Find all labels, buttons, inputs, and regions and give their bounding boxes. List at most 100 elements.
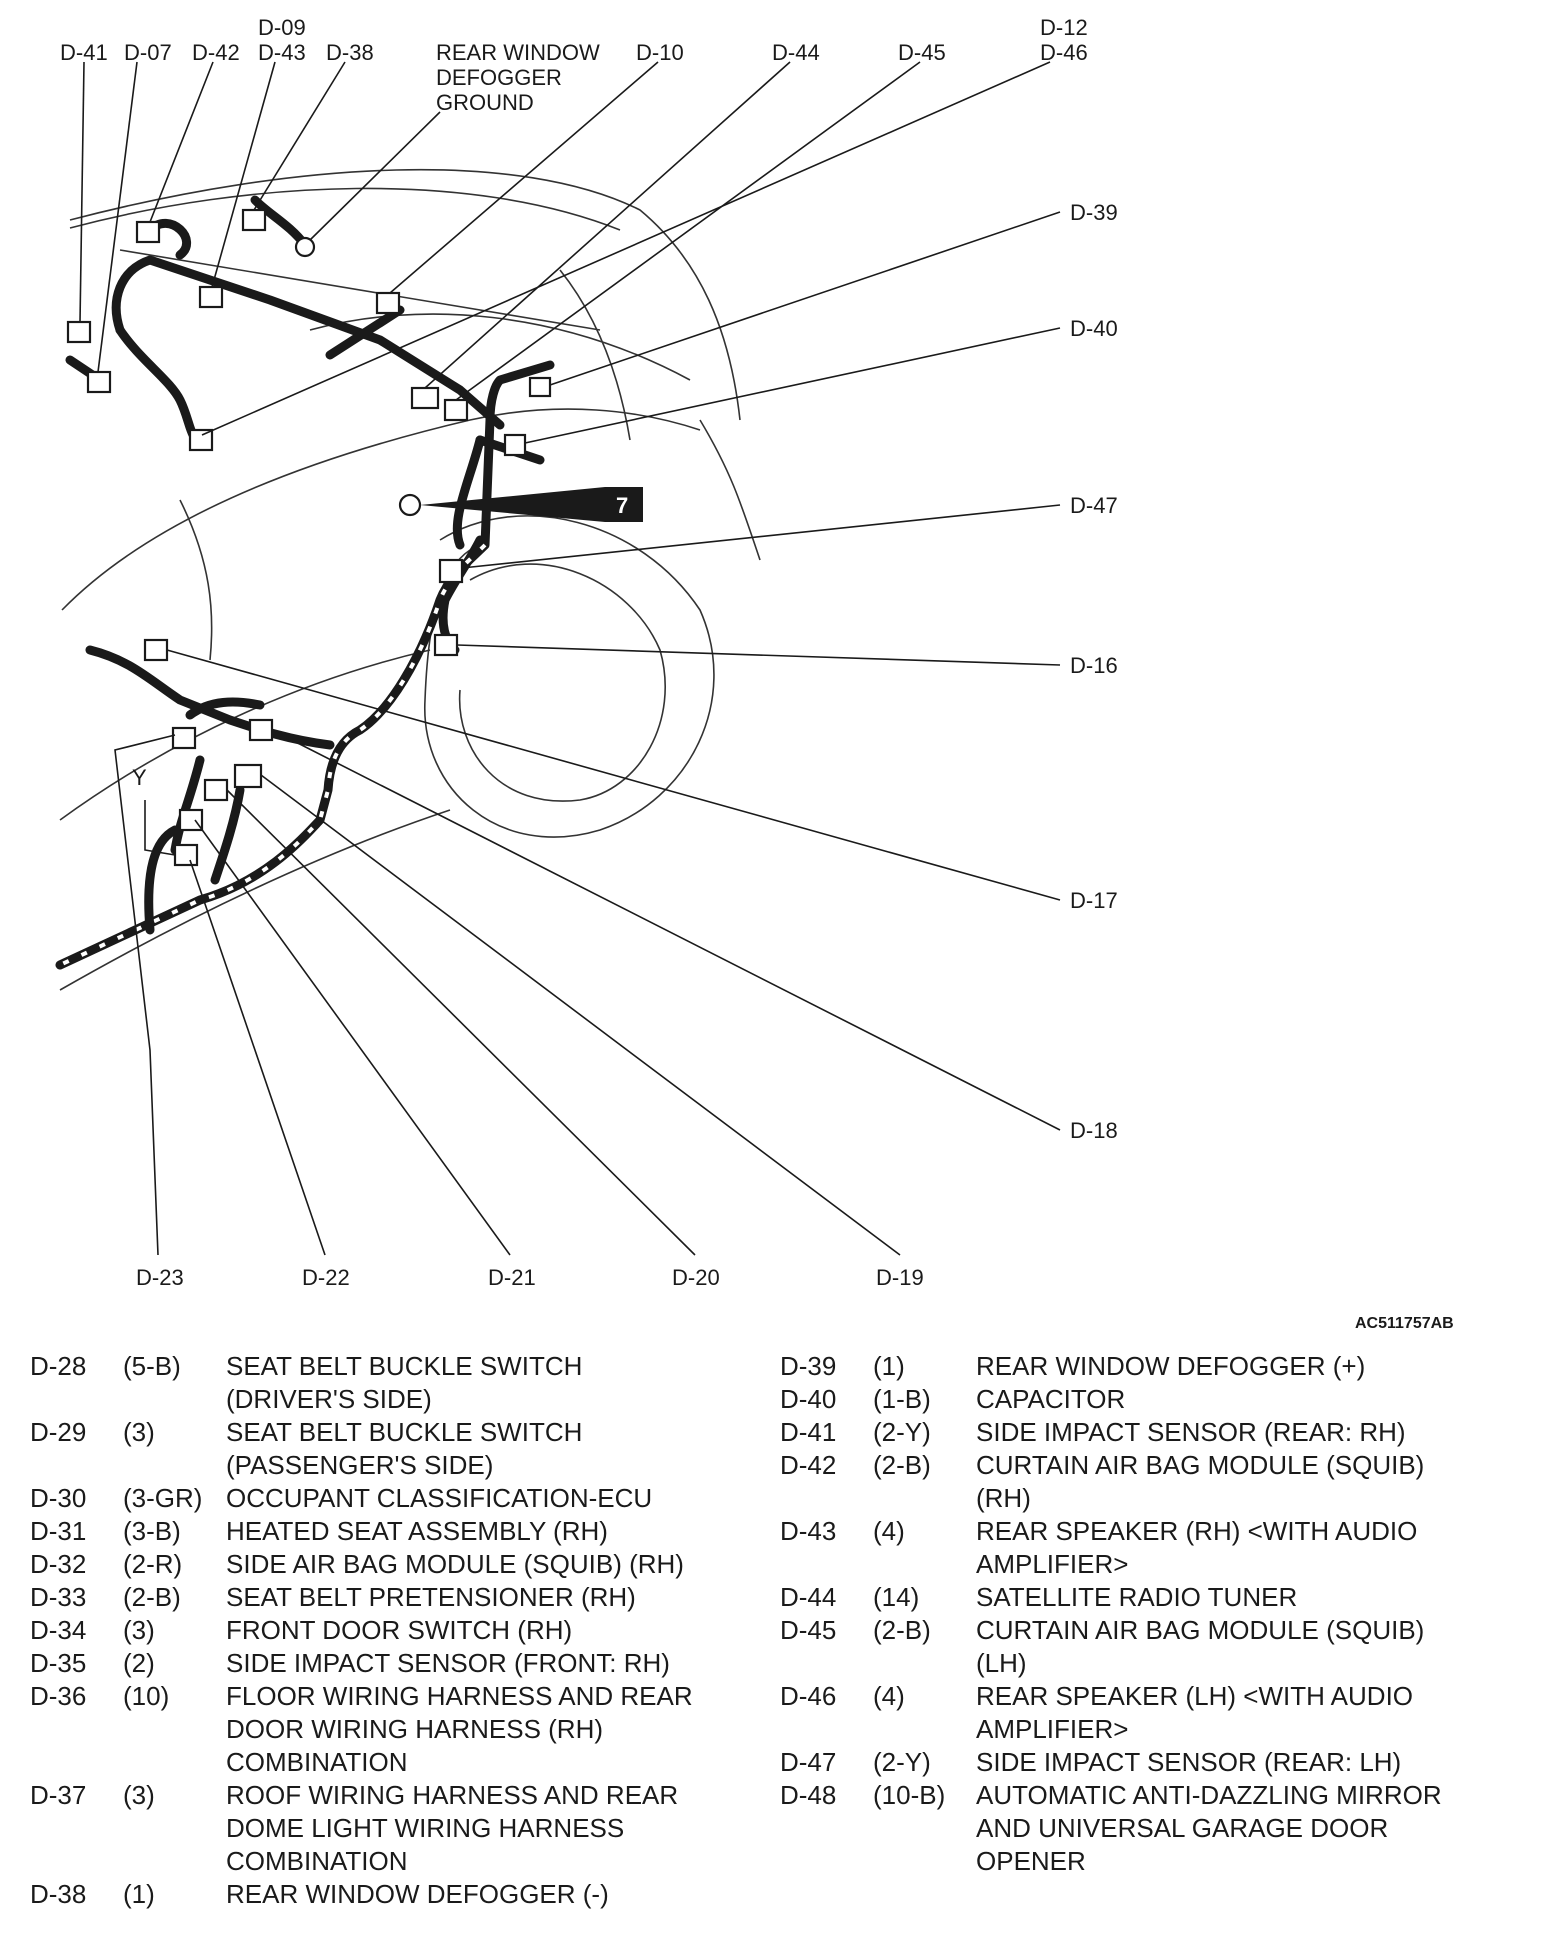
connector-code: D-46 (780, 1681, 837, 1711)
connector-description-line: AMPLIFIER> (976, 1714, 1129, 1744)
connector-description: SEAT BELT BUCKLE SWITCH(DRIVER'S SIDE) (226, 1350, 750, 1416)
connector-description-line: (PASSENGER'S SIDE) (226, 1450, 494, 1480)
connector-description-line: FRONT DOOR SWITCH (RH) (226, 1615, 573, 1645)
connector-description: CURTAIN AIR BAG MODULE (SQUIB)(LH) (976, 1614, 1540, 1680)
connector-code: D-47 (780, 1747, 837, 1777)
connector-d20 (203, 778, 229, 802)
callout-d41: D-41 (60, 40, 108, 65)
connector-code: D-31 (30, 1516, 87, 1546)
callout-d10: D-10 (636, 40, 684, 65)
connector-code: D-48 (780, 1780, 837, 1810)
connector-terminals: (3) (123, 1780, 155, 1810)
connector-terminals: (2-B) (123, 1582, 181, 1612)
connector-terminals: (3-B) (123, 1516, 181, 1546)
connector-terminals: (3) (123, 1417, 155, 1447)
connector-terminals: (3) (123, 1615, 155, 1645)
connector-description-line: OPENER (976, 1846, 1086, 1876)
connector-description-line: REAR SPEAKER (LH) <WITH AUDIO (976, 1681, 1414, 1711)
connector-terminals: (5-B) (123, 1351, 181, 1381)
connector-terminals: (14) (873, 1582, 920, 1612)
connector-d21 (178, 808, 204, 832)
legend-row: D-39(1)REAR WINDOW DEFOGGER (+) (780, 1350, 1540, 1383)
connector-code: D-41 (780, 1417, 837, 1447)
legend-row: D-41(2-Y)SIDE IMPACT SENSOR (REAR: RH) (780, 1416, 1540, 1449)
legend-row: D-32 (2-R) SIDE AIR BAG MODULE (SQUIB) (RH… (30, 1548, 750, 1581)
callout-d22: D-22 (302, 1265, 350, 1290)
legend-row: D-48(10-B)AUTOMATIC ANTI-DAZZLING MIRROR… (780, 1779, 1540, 1878)
wiring-harness-diagram: D-09 D-41 D-07 D-42 D-43 D-38 REAR WINDO… (55, 15, 1118, 1290)
connector-terminals: (2-R) (123, 1549, 183, 1579)
connector-description: SIDE IMPACT SENSOR (REAR: LH) (976, 1746, 1540, 1779)
connectors (66, 208, 552, 867)
connector-description: HEATED SEAT ASSEMBLY (RH) (226, 1515, 750, 1548)
connector-description-line: SIDE IMPACT SENSOR (FRONT: RH) (226, 1648, 670, 1678)
callout-d44: D-44 (772, 40, 820, 65)
connector-description-line: (DRIVER'S SIDE) (226, 1384, 432, 1414)
connector-d38 (241, 208, 267, 232)
connector-code: D-30 (30, 1483, 87, 1513)
connector-code: D-34 (30, 1615, 87, 1645)
connector-description-line: SATELLITE RADIO TUNER (976, 1582, 1298, 1612)
callout-d47: D-47 (1070, 493, 1118, 518)
callout-d07: D-07 (124, 40, 172, 65)
connector-code: D-37 (30, 1780, 87, 1810)
connector-terminals: (2-Y) (873, 1747, 931, 1777)
callout-d21: D-21 (488, 1265, 536, 1290)
callout-y: Y (132, 765, 147, 790)
connector-code: D-38 (30, 1879, 87, 1909)
legend-row: D-35(2)SIDE IMPACT SENSOR (FRONT: RH) (30, 1647, 750, 1680)
callout-d12: D-12 (1040, 15, 1088, 40)
harness-wires (55, 195, 555, 970)
connector-code: D-29 (30, 1417, 87, 1447)
connector-d19 (233, 763, 263, 789)
legend-row: D-40(1-B)CAPACITOR (780, 1383, 1540, 1416)
legend-row: D-38(1)REAR WINDOW DEFOGGER (-) (30, 1878, 750, 1911)
connector-description: SEAT BELT BUCKLE SWITCH(PASSENGER'S SIDE… (226, 1416, 750, 1482)
ground-point-pointer (420, 487, 605, 522)
connector-description: SIDE IMPACT SENSOR (FRONT: RH) (226, 1647, 750, 1680)
connector-d12-d46 (188, 428, 214, 452)
connector-d47 (438, 558, 464, 584)
leader-lines (79, 61, 1061, 1256)
connector-description-line: SIDE AIR BAG MODULE (SQUIB) (RH) (226, 1549, 684, 1579)
connector-code: D-42 (780, 1450, 837, 1480)
connector-d10 (375, 291, 401, 315)
connector-d07 (86, 370, 112, 394)
connector-d41 (66, 320, 92, 344)
connector-description-line: OCCUPANT CLASSIFICATION-ECU (226, 1483, 653, 1513)
connector-d17 (143, 638, 169, 662)
callout-rear-window-1: REAR WINDOW (436, 40, 600, 65)
callout-d23: D-23 (136, 1265, 184, 1290)
connector-d43 (198, 285, 224, 309)
callout-d16: D-16 (1070, 653, 1118, 678)
reference-code: AC511757AB (1355, 1315, 1454, 1332)
connector-terminals: (10-B) (873, 1780, 946, 1810)
legend-row: D-47 (2-Y) SIDE IMPACT SENSOR (REAR: LH) (780, 1746, 1540, 1779)
callout-d40: D-40 (1070, 316, 1118, 341)
connector-terminals: (3-GR) (123, 1483, 203, 1513)
connector-terminals: (1) (123, 1879, 155, 1909)
connector-code: D-33 (30, 1582, 87, 1612)
connector-code: D-43 (780, 1516, 837, 1546)
callout-d38: D-38 (326, 40, 374, 65)
connector-description-line: CAPACITOR (976, 1384, 1126, 1414)
callout-d43: D-43 (258, 40, 306, 65)
legend-row: D-29 (3) SEAT BELT BUCKLE SWITCH(PASSENGER… (30, 1416, 750, 1482)
callout-labels: D-09 D-41 D-07 D-42 D-43 D-38 REAR WINDO… (60, 15, 1118, 1290)
connector-code: D-32 (30, 1549, 87, 1579)
connector-description-line: HEATED SEAT ASSEMBLY (RH) (226, 1516, 608, 1546)
connector-terminals: (2-B) (873, 1615, 931, 1645)
legend-row: D-33(2-B)SEAT BELT PRETENSIONER (RH) (30, 1581, 750, 1614)
connector-terminals: (4) (873, 1681, 905, 1711)
connector-description-line: SIDE IMPACT SENSOR (REAR: LH) (976, 1747, 1402, 1777)
callout-rear-window-2: DEFOGGER (436, 65, 562, 90)
connector-terminals: (2-Y) (873, 1417, 931, 1447)
callout-d09: D-09 (258, 15, 306, 40)
connector-description-line: (RH) (976, 1483, 1031, 1513)
connector-description-line: CURTAIN AIR BAG MODULE (SQUIB) (976, 1615, 1425, 1645)
connector-code: D-45 (780, 1615, 837, 1645)
legend-row: D-28(5-B)SEAT BELT BUCKLE SWITCH(DRIVER'… (30, 1350, 750, 1416)
